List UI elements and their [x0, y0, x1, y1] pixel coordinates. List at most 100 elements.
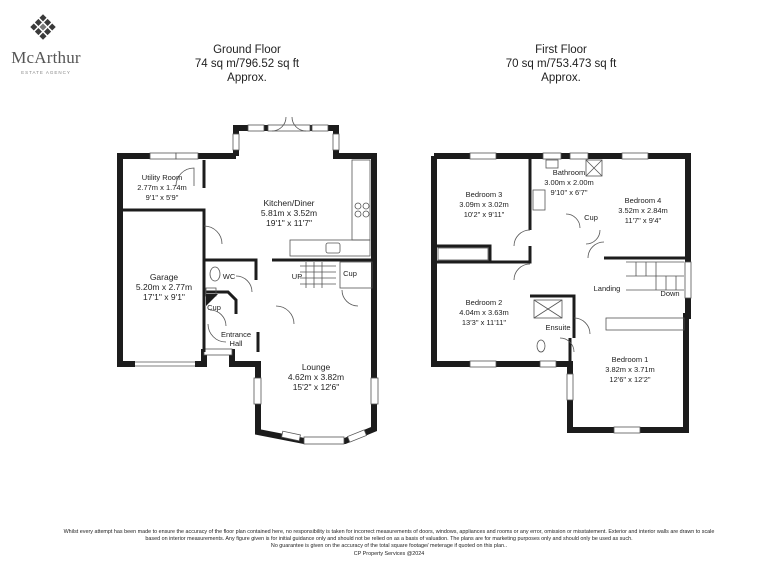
ground-floor-plan [117, 116, 379, 445]
lounge-bay-window [347, 429, 367, 443]
first-window [566, 373, 574, 401]
lounge-window [370, 377, 379, 405]
ensuite-label: Ensuite [545, 323, 570, 332]
first-window [542, 152, 562, 160]
utility-metric: 2.77m x 1.74m [137, 183, 187, 192]
bedroom4-metric: 3.52m x 2.84m [618, 206, 668, 215]
kitchen-name: Kitchen/Diner [263, 198, 314, 208]
first-window [469, 152, 497, 160]
utility-wall [120, 208, 206, 258]
bathroom-imperial: 9'10" x 6'7" [551, 188, 588, 197]
ensuite-wall [530, 294, 576, 338]
bedroom1-door [573, 317, 591, 335]
disclaimer: Whilst every attempt has been made to en… [20, 529, 758, 558]
hall-window [203, 348, 233, 356]
utility-imperial: 9'1" x 5'9" [146, 193, 179, 202]
ground-window [175, 152, 199, 160]
ground-window [311, 124, 329, 132]
bedroom3-door [513, 229, 531, 247]
bedroom3-imperial: 10'2" x 9'11" [464, 210, 505, 219]
garage-name: Garage [150, 272, 179, 282]
first-floor-plan [431, 152, 692, 434]
bedroom4-name: Bedroom 4 [625, 196, 662, 205]
ensuite-shower [533, 299, 563, 319]
french-door-swing [271, 116, 307, 132]
first-window [613, 426, 641, 434]
utility-name: Utility Room [142, 173, 182, 182]
landing-label: Landing [594, 284, 621, 293]
bedroom4-door [587, 241, 605, 259]
bedroom3-metric: 3.09m x 3.02m [459, 200, 509, 209]
ground-stairs [300, 262, 336, 288]
hob-ring [354, 202, 362, 210]
mcarthur-logo: McArthur ESTATE AGENCY [6, 10, 86, 80]
kitchen-worktop [289, 239, 371, 257]
bath [532, 189, 546, 211]
kitchen-imperial: 19'1" x 11'7" [266, 218, 312, 228]
first-window [684, 261, 692, 299]
ensuite-door [559, 337, 575, 353]
first-window [621, 152, 649, 160]
hall-cup-door [209, 309, 227, 327]
bathroom-basin [545, 159, 559, 169]
hall-label-line2: Hall [230, 339, 243, 348]
brand-tagline: ESTATE AGENCY [21, 70, 71, 75]
bedroom1-imperial: 12'6" x 12'2" [609, 375, 650, 384]
bathroom-metric: 3.00m x 2.00m [544, 178, 594, 187]
garage-imperial: 17'1" x 9'1" [143, 292, 185, 302]
kitchen-sink [325, 242, 341, 254]
hall-wall [206, 290, 238, 314]
bedroom3-name: Bedroom 3 [466, 190, 503, 199]
shower-tray [585, 159, 603, 177]
ground-floor-title: Ground Floor [213, 44, 281, 56]
ensuite-toilet [536, 339, 546, 353]
cupboard [339, 261, 373, 289]
kitchen-metric: 5.81m x 3.52m [261, 208, 317, 218]
wardrobe [605, 317, 685, 331]
cup-door [585, 229, 601, 245]
lounge-imperial: 15'2" x 12'6" [293, 382, 340, 392]
utility-door [175, 167, 195, 187]
first-window [539, 360, 557, 368]
ground-floor-area: 74 sq m/796.52 sq ft [194, 58, 300, 70]
lounge-name: Lounge [302, 362, 331, 372]
lounge-metric: 4.62m x 3.82m [288, 372, 344, 382]
bedroom2-imperial: 13'3" x 11'11" [462, 318, 507, 327]
wc-wall [204, 258, 258, 280]
garage-metric: 5.20m x 2.77m [136, 282, 192, 292]
bathroom-door [565, 213, 581, 229]
first-window [469, 360, 497, 368]
disclaimer-line1: Whilst every attempt has been made to en… [63, 529, 715, 535]
lounge-bay-window [281, 430, 301, 442]
ground-french-doors [267, 124, 311, 132]
bedroom2-metric: 4.04m x 3.63m [459, 308, 509, 317]
brand-name: McArthur [11, 48, 81, 67]
cup-label-left: Cup [207, 303, 221, 312]
down-label: Down [660, 289, 679, 298]
first-floor-title: First Floor [535, 44, 587, 56]
ground-floor-approx: Approx. [227, 72, 267, 84]
lounge-bay-window [303, 436, 345, 445]
hall-cupboard-fill [206, 294, 218, 306]
kitchen-door [203, 225, 223, 245]
ground-window [149, 152, 177, 160]
wardrobe [437, 247, 489, 261]
disclaimer-line2: based on interior measurements. Any figu… [145, 536, 633, 543]
wc-toilet [209, 266, 221, 282]
wc-door [235, 275, 253, 293]
ground-floor-heading: Ground Floor 74 sq m/796.52 sq ft Approx… [137, 43, 357, 85]
first-floor-approx: Approx. [541, 72, 581, 84]
bedroom2-name: Bedroom 2 [466, 298, 503, 307]
first-window [569, 152, 589, 160]
lounge-window [253, 377, 262, 405]
ground-window [332, 133, 340, 151]
lounge-door [275, 305, 295, 325]
bedroom4-imperial: 11'7" x 9'4" [625, 216, 662, 225]
bedroom1-name: Bedroom 1 [612, 355, 649, 364]
bathroom-name: Bathroom [553, 168, 586, 177]
up-label: UP [292, 272, 302, 281]
disclaimer-line3: No guarantee is given on the accuracy of… [270, 543, 508, 550]
bedroom1-metric: 3.82m x 3.71m [605, 365, 655, 374]
cup-door [341, 289, 359, 307]
